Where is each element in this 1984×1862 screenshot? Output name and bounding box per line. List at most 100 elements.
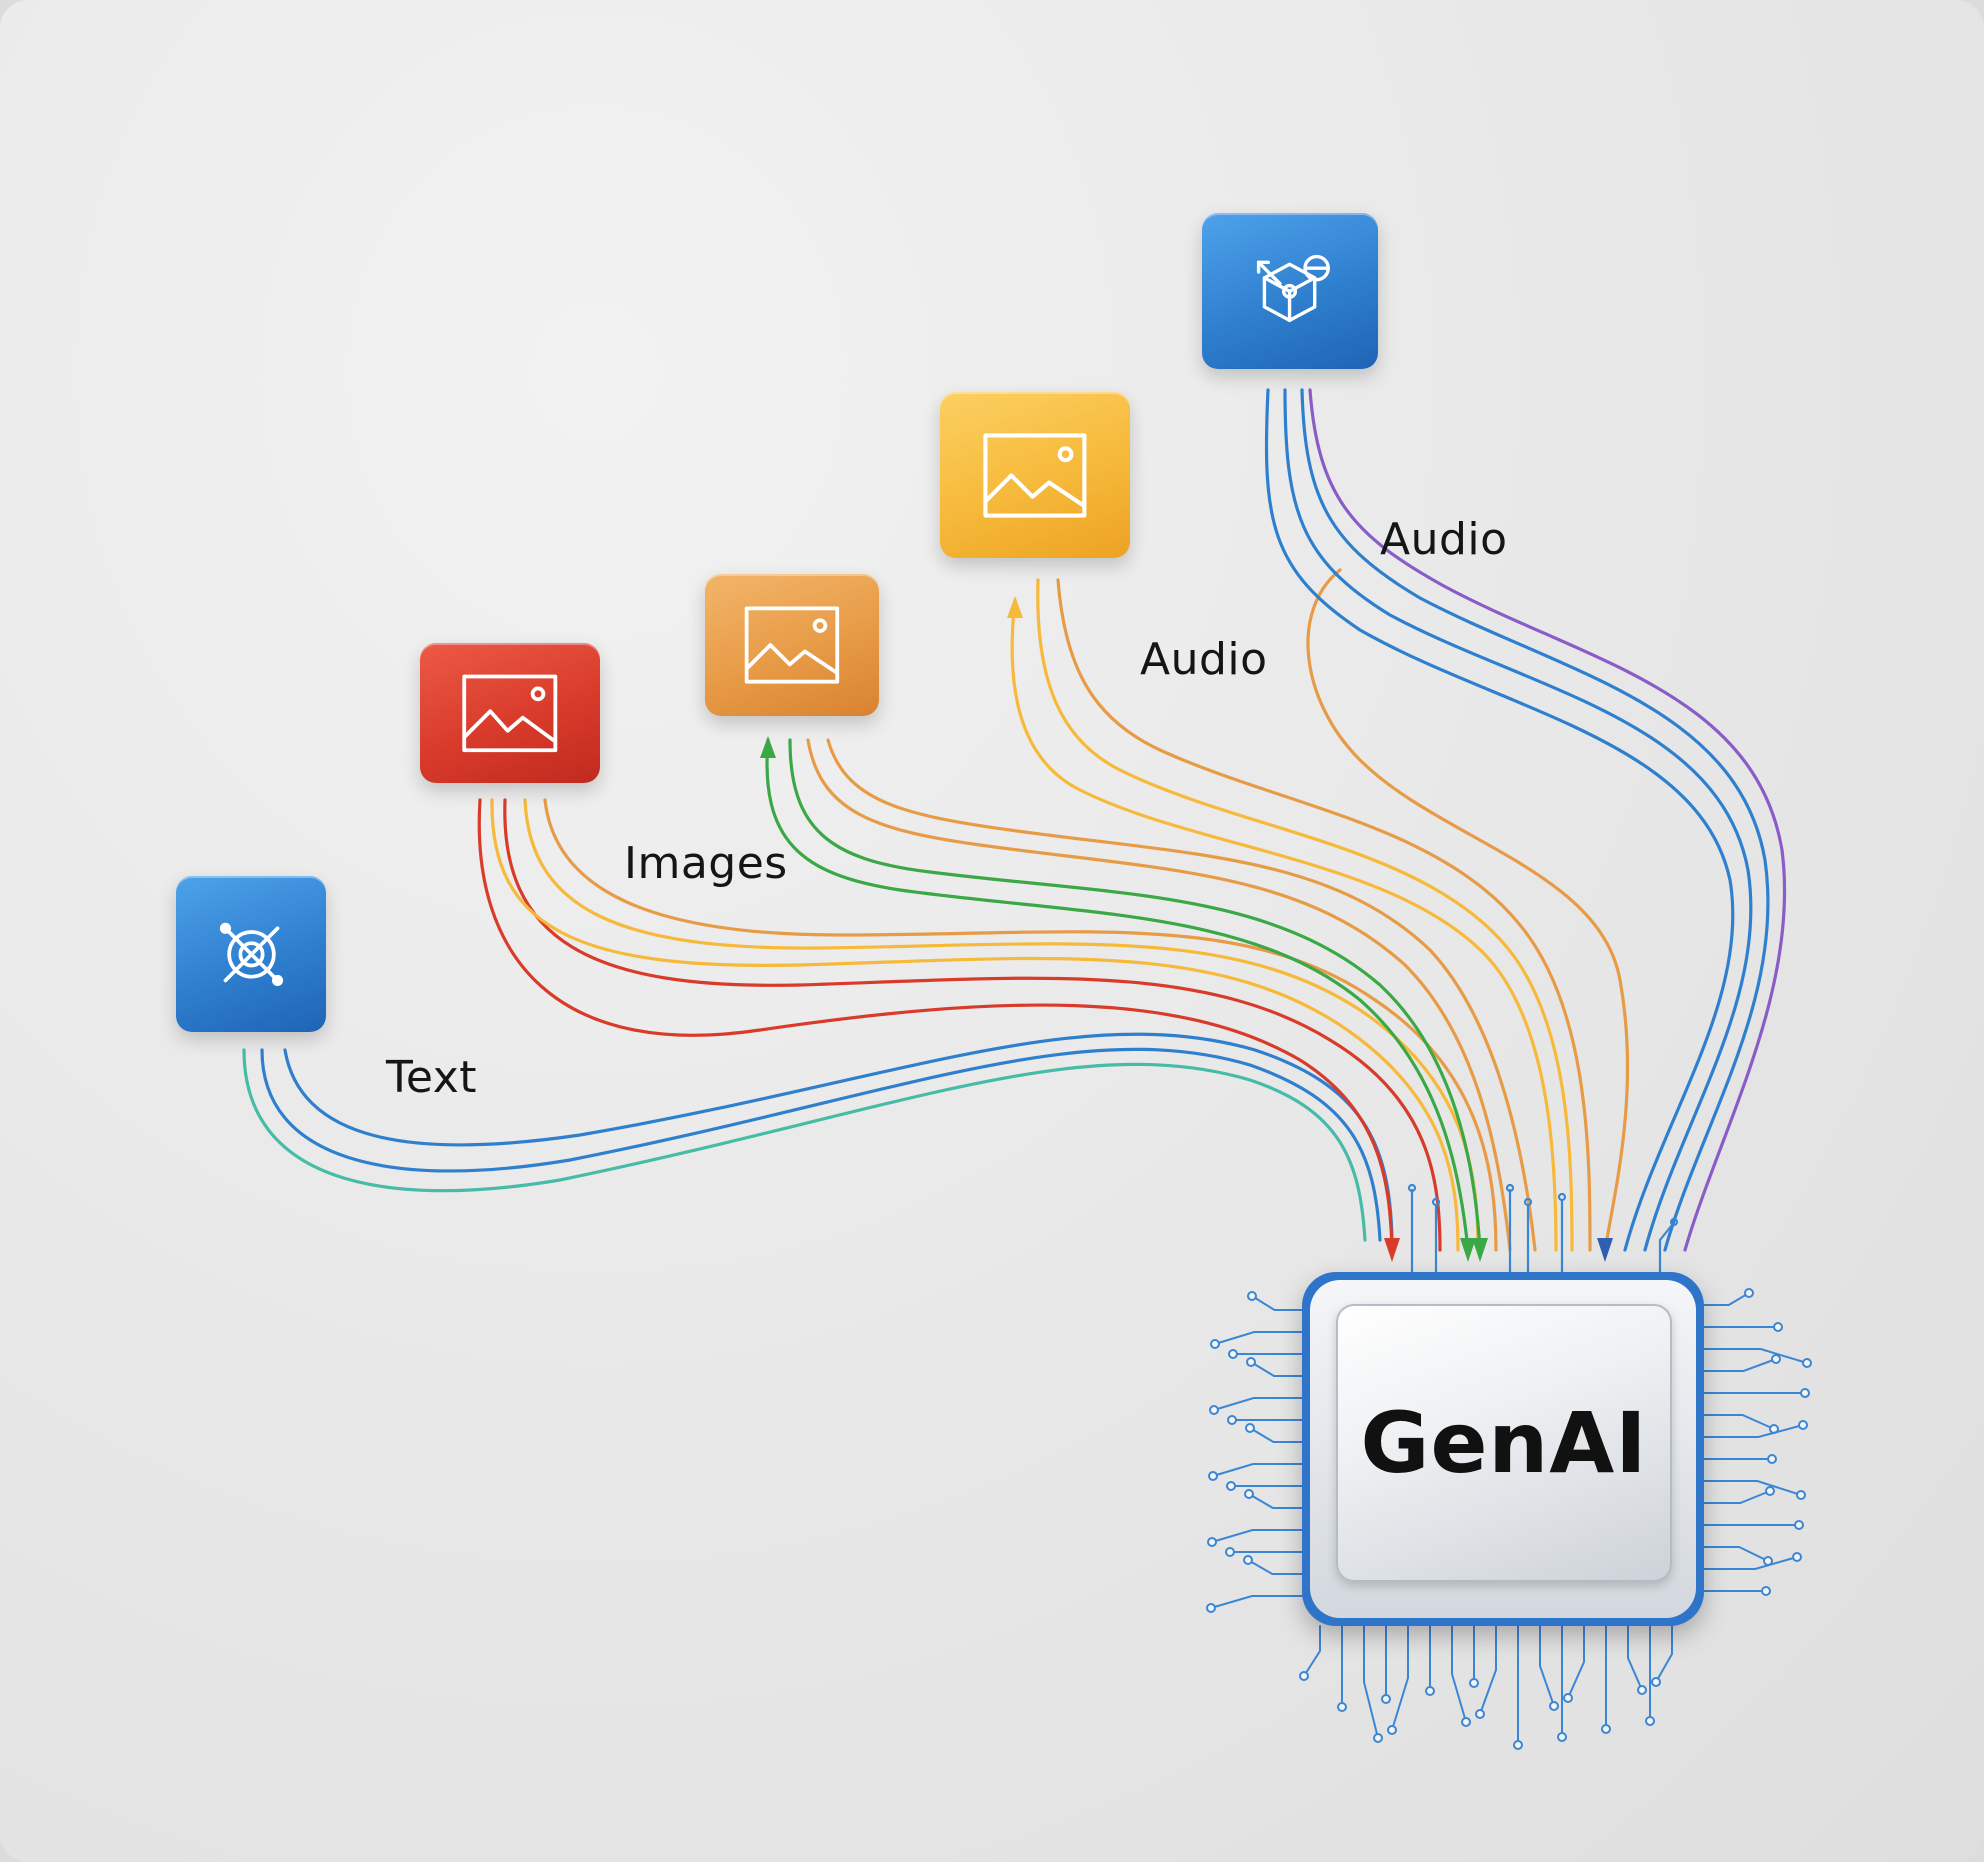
- label-text: Text: [386, 1052, 477, 1103]
- circuit-node: [1798, 1420, 1808, 1430]
- arrowhead-yellow-up: [1007, 596, 1023, 618]
- arrowhead-green-up: [760, 736, 776, 758]
- flow-top-orange: [1306, 568, 1630, 1252]
- circuit-trace: [1703, 1556, 1798, 1570]
- flow-red-1: [477, 798, 1394, 1252]
- circuit-trace: [1703, 1490, 1771, 1504]
- circuit-trace: [1213, 1397, 1303, 1411]
- image-icon: [983, 432, 1087, 518]
- circuit-node: [1246, 1357, 1256, 1367]
- circuit-node: [1475, 1709, 1485, 1719]
- circuit-trace: [1211, 1529, 1303, 1543]
- circuit-node: [1563, 1693, 1573, 1703]
- circuit-node: [1461, 1717, 1471, 1727]
- circuit-trace: [1249, 1427, 1303, 1443]
- circuit-trace: [1214, 1331, 1303, 1345]
- flow-yellow-2: [1036, 578, 1574, 1252]
- processor-chip: GenAI: [1336, 1304, 1672, 1582]
- circuit-node: [1792, 1552, 1802, 1562]
- circuit-node: [1206, 1603, 1216, 1613]
- circuit-node: [1771, 1354, 1781, 1364]
- circuit-trace: [1539, 1625, 1555, 1707]
- flow-top-purple: [1308, 388, 1787, 1252]
- circuit-node: [1225, 1547, 1235, 1557]
- circuit-trace: [1363, 1625, 1379, 1739]
- flow-top-blue-3: [1300, 388, 1770, 1252]
- circuit-node: [1387, 1725, 1397, 1735]
- circuit-trace: [1479, 1625, 1497, 1715]
- flow-top-blue-2: [1283, 388, 1753, 1252]
- flow-text-teal: [242, 1048, 1367, 1242]
- circuit-trace: [1627, 1625, 1643, 1691]
- flow-orange-orange-1: [806, 738, 1512, 1252]
- circuit-node: [1210, 1339, 1220, 1349]
- circuit-node: [1243, 1555, 1253, 1565]
- circuit-node: [1209, 1405, 1219, 1415]
- circuit-node: [1337, 1702, 1347, 1712]
- circuit-node: [1469, 1678, 1479, 1688]
- circuit-trace: [1212, 1463, 1303, 1477]
- label-audio-lower: Audio: [1140, 634, 1268, 685]
- cube-globe-icon: [1257, 254, 1331, 322]
- text-source-tile: [176, 876, 326, 1032]
- circuit-node: [1299, 1671, 1309, 1681]
- label-images: Images: [624, 838, 788, 889]
- image-source-tile-red: [420, 643, 600, 783]
- circuit-node: [1227, 1415, 1237, 1425]
- circuit-trace: [1703, 1414, 1775, 1430]
- flow-text-blue-1: [260, 1047, 1382, 1242]
- image-icon: [744, 606, 840, 684]
- circuit-node: [1794, 1520, 1804, 1530]
- circuit-trace: [1703, 1480, 1802, 1496]
- circuit-node: [1513, 1740, 1523, 1750]
- circuit-trace: [1703, 1358, 1777, 1372]
- image-source-tile-orange: [705, 574, 879, 716]
- circuit-trace: [1247, 1559, 1303, 1575]
- circuit-trace: [1567, 1625, 1585, 1699]
- processor-label: GenAI: [1360, 1394, 1648, 1492]
- circuit-node: [1381, 1694, 1391, 1704]
- circuit-trace: [1391, 1625, 1409, 1731]
- circuit-node: [1549, 1701, 1559, 1711]
- circuit-node: [1557, 1732, 1567, 1742]
- arrowhead-red: [1384, 1238, 1400, 1262]
- flow-red-2: [503, 798, 1442, 1252]
- circuit-node: [1744, 1288, 1754, 1298]
- chip-circuit-traces: [1206, 1288, 1812, 1750]
- flow-yellow-1: [1010, 598, 1558, 1252]
- circuit-node: [1207, 1537, 1217, 1547]
- flow-text-blue-2: [283, 1032, 1394, 1242]
- circuit-node: [1373, 1733, 1383, 1743]
- target-crosshair-icon: [219, 922, 283, 986]
- circuit-node: [1796, 1490, 1806, 1500]
- circuit-trace: [1210, 1595, 1303, 1609]
- circuit-node: [1208, 1471, 1218, 1481]
- flow-red-orange: [543, 798, 1498, 1252]
- arrowhead-green: [1460, 1238, 1476, 1262]
- flow-orange-orange-2: [826, 738, 1537, 1252]
- circuit-node: [1425, 1686, 1435, 1696]
- circuit-trace: [1703, 1348, 1808, 1364]
- circuit-trace: [1303, 1625, 1321, 1677]
- circuit-trace: [1655, 1625, 1673, 1683]
- flow-red-yellow-2: [523, 798, 1480, 1252]
- circuit-node: [1802, 1358, 1812, 1368]
- image-source-tile-yellow: [940, 392, 1130, 558]
- circuit-trace: [1248, 1493, 1303, 1509]
- arrowhead-green-2: [1472, 1238, 1488, 1262]
- circuit-node: [1244, 1489, 1254, 1499]
- flow-orange-green-1: [765, 738, 1470, 1252]
- circuit-node: [1773, 1322, 1783, 1332]
- image-icon: [462, 674, 558, 752]
- audio-source-tile: [1202, 213, 1378, 369]
- circuit-trace: [1703, 1292, 1750, 1306]
- chip-top-pins: [1407, 1183, 1679, 1274]
- circuit-node: [1247, 1291, 1257, 1301]
- flow-yellow-orange: [1056, 578, 1592, 1252]
- circuit-node: [1761, 1586, 1771, 1596]
- circuit-node: [1651, 1677, 1661, 1687]
- flow-top-blue-1: [1264, 388, 1735, 1252]
- circuit-node: [1245, 1423, 1255, 1433]
